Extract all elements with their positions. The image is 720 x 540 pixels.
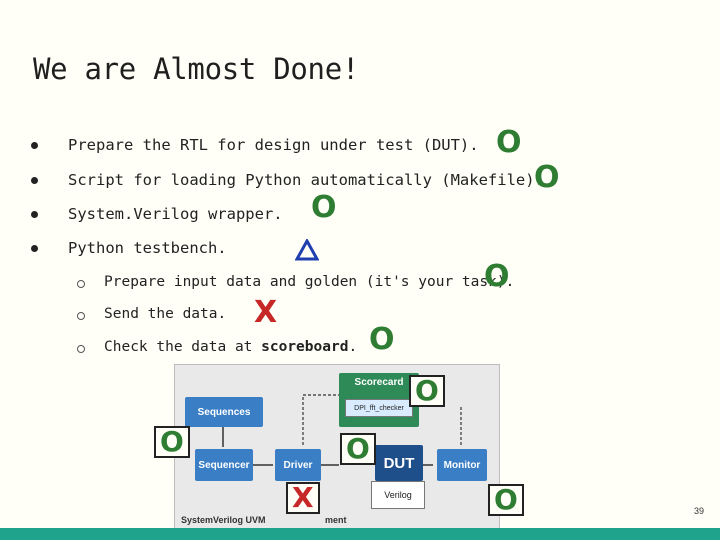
sub-bullet-dot <box>77 345 85 353</box>
subbullet-send: Send the data. <box>104 306 227 322</box>
bullet-rtl: Prepare the RTL for design under test (D… <box>68 136 479 154</box>
scorecard-label: Scorecard <box>354 377 404 388</box>
check-mark-scorecard: O <box>409 375 445 407</box>
check-mark-wrapper: O <box>311 190 337 225</box>
environment-label-tail: ment <box>325 515 347 525</box>
environment-label-right: ment <box>325 515 347 525</box>
dut-label: DUT <box>383 454 415 472</box>
bullet-dot <box>31 142 38 149</box>
environment-label-left: SystemVerilog UVM <box>181 515 266 525</box>
subbullet-check: Check the data at scoreboard. <box>104 339 357 355</box>
driver-block: Driver <box>275 449 321 481</box>
sub-bullet-dot <box>77 280 85 288</box>
check-mark-rtl: O <box>496 125 522 160</box>
bullet-wrapper: System.Verilog wrapper. <box>68 205 283 223</box>
check-mark-scoreboard: O <box>369 322 395 357</box>
check-mark-prepare: O <box>484 259 510 294</box>
sequencer-label: Sequencer <box>198 459 250 471</box>
bullet-script: Script for loading Python automatically … <box>68 171 544 189</box>
subbullet-check-bold: scoreboard <box>261 339 349 355</box>
uvm-diagram: Scorecard DPI_fft_checker Sequences Sequ… <box>174 364 500 534</box>
subbullet-check-prefix: Check the data at <box>104 339 262 355</box>
dut-block: DUT <box>375 445 423 481</box>
footer-bar <box>0 528 720 540</box>
check-mark-dut: O <box>340 433 376 465</box>
cross-mark-send: X <box>254 295 278 330</box>
environment-label: SystemVerilog UVM <box>181 515 266 525</box>
sub-bullet-dot <box>77 312 85 320</box>
check-mark-monitor: O <box>488 484 524 516</box>
sequences-label: Sequences <box>197 406 251 418</box>
bullet-dot <box>31 177 38 184</box>
verilog-label: Verilog <box>384 490 412 500</box>
check-mark-sequencer: O <box>154 426 190 458</box>
sequencer-block: Sequencer <box>195 449 253 481</box>
check-mark-script: O <box>534 160 560 195</box>
sequences-block: Sequences <box>185 397 263 427</box>
driver-label: Driver <box>283 459 313 471</box>
bullet-testbench: Python testbench. <box>68 239 227 257</box>
slide-title: We are Almost Done! <box>33 52 360 86</box>
dpi-checker-label: DPI_fft_checker <box>354 404 404 412</box>
triangle-icon <box>295 239 319 261</box>
monitor-label: Monitor <box>443 459 481 471</box>
bullet-dot <box>31 211 38 218</box>
subbullet-check-suffix: . <box>348 339 358 355</box>
bullet-dot <box>31 245 38 252</box>
cross-mark-driver: X <box>286 482 320 514</box>
monitor-block: Monitor <box>437 449 487 481</box>
verilog-block: Verilog <box>371 481 425 509</box>
subbullet-prepare: Prepare input data and golden (it's your… <box>104 274 515 290</box>
dpi-checker-block: DPI_fft_checker <box>345 399 413 417</box>
page-number: 39 <box>693 506 704 516</box>
